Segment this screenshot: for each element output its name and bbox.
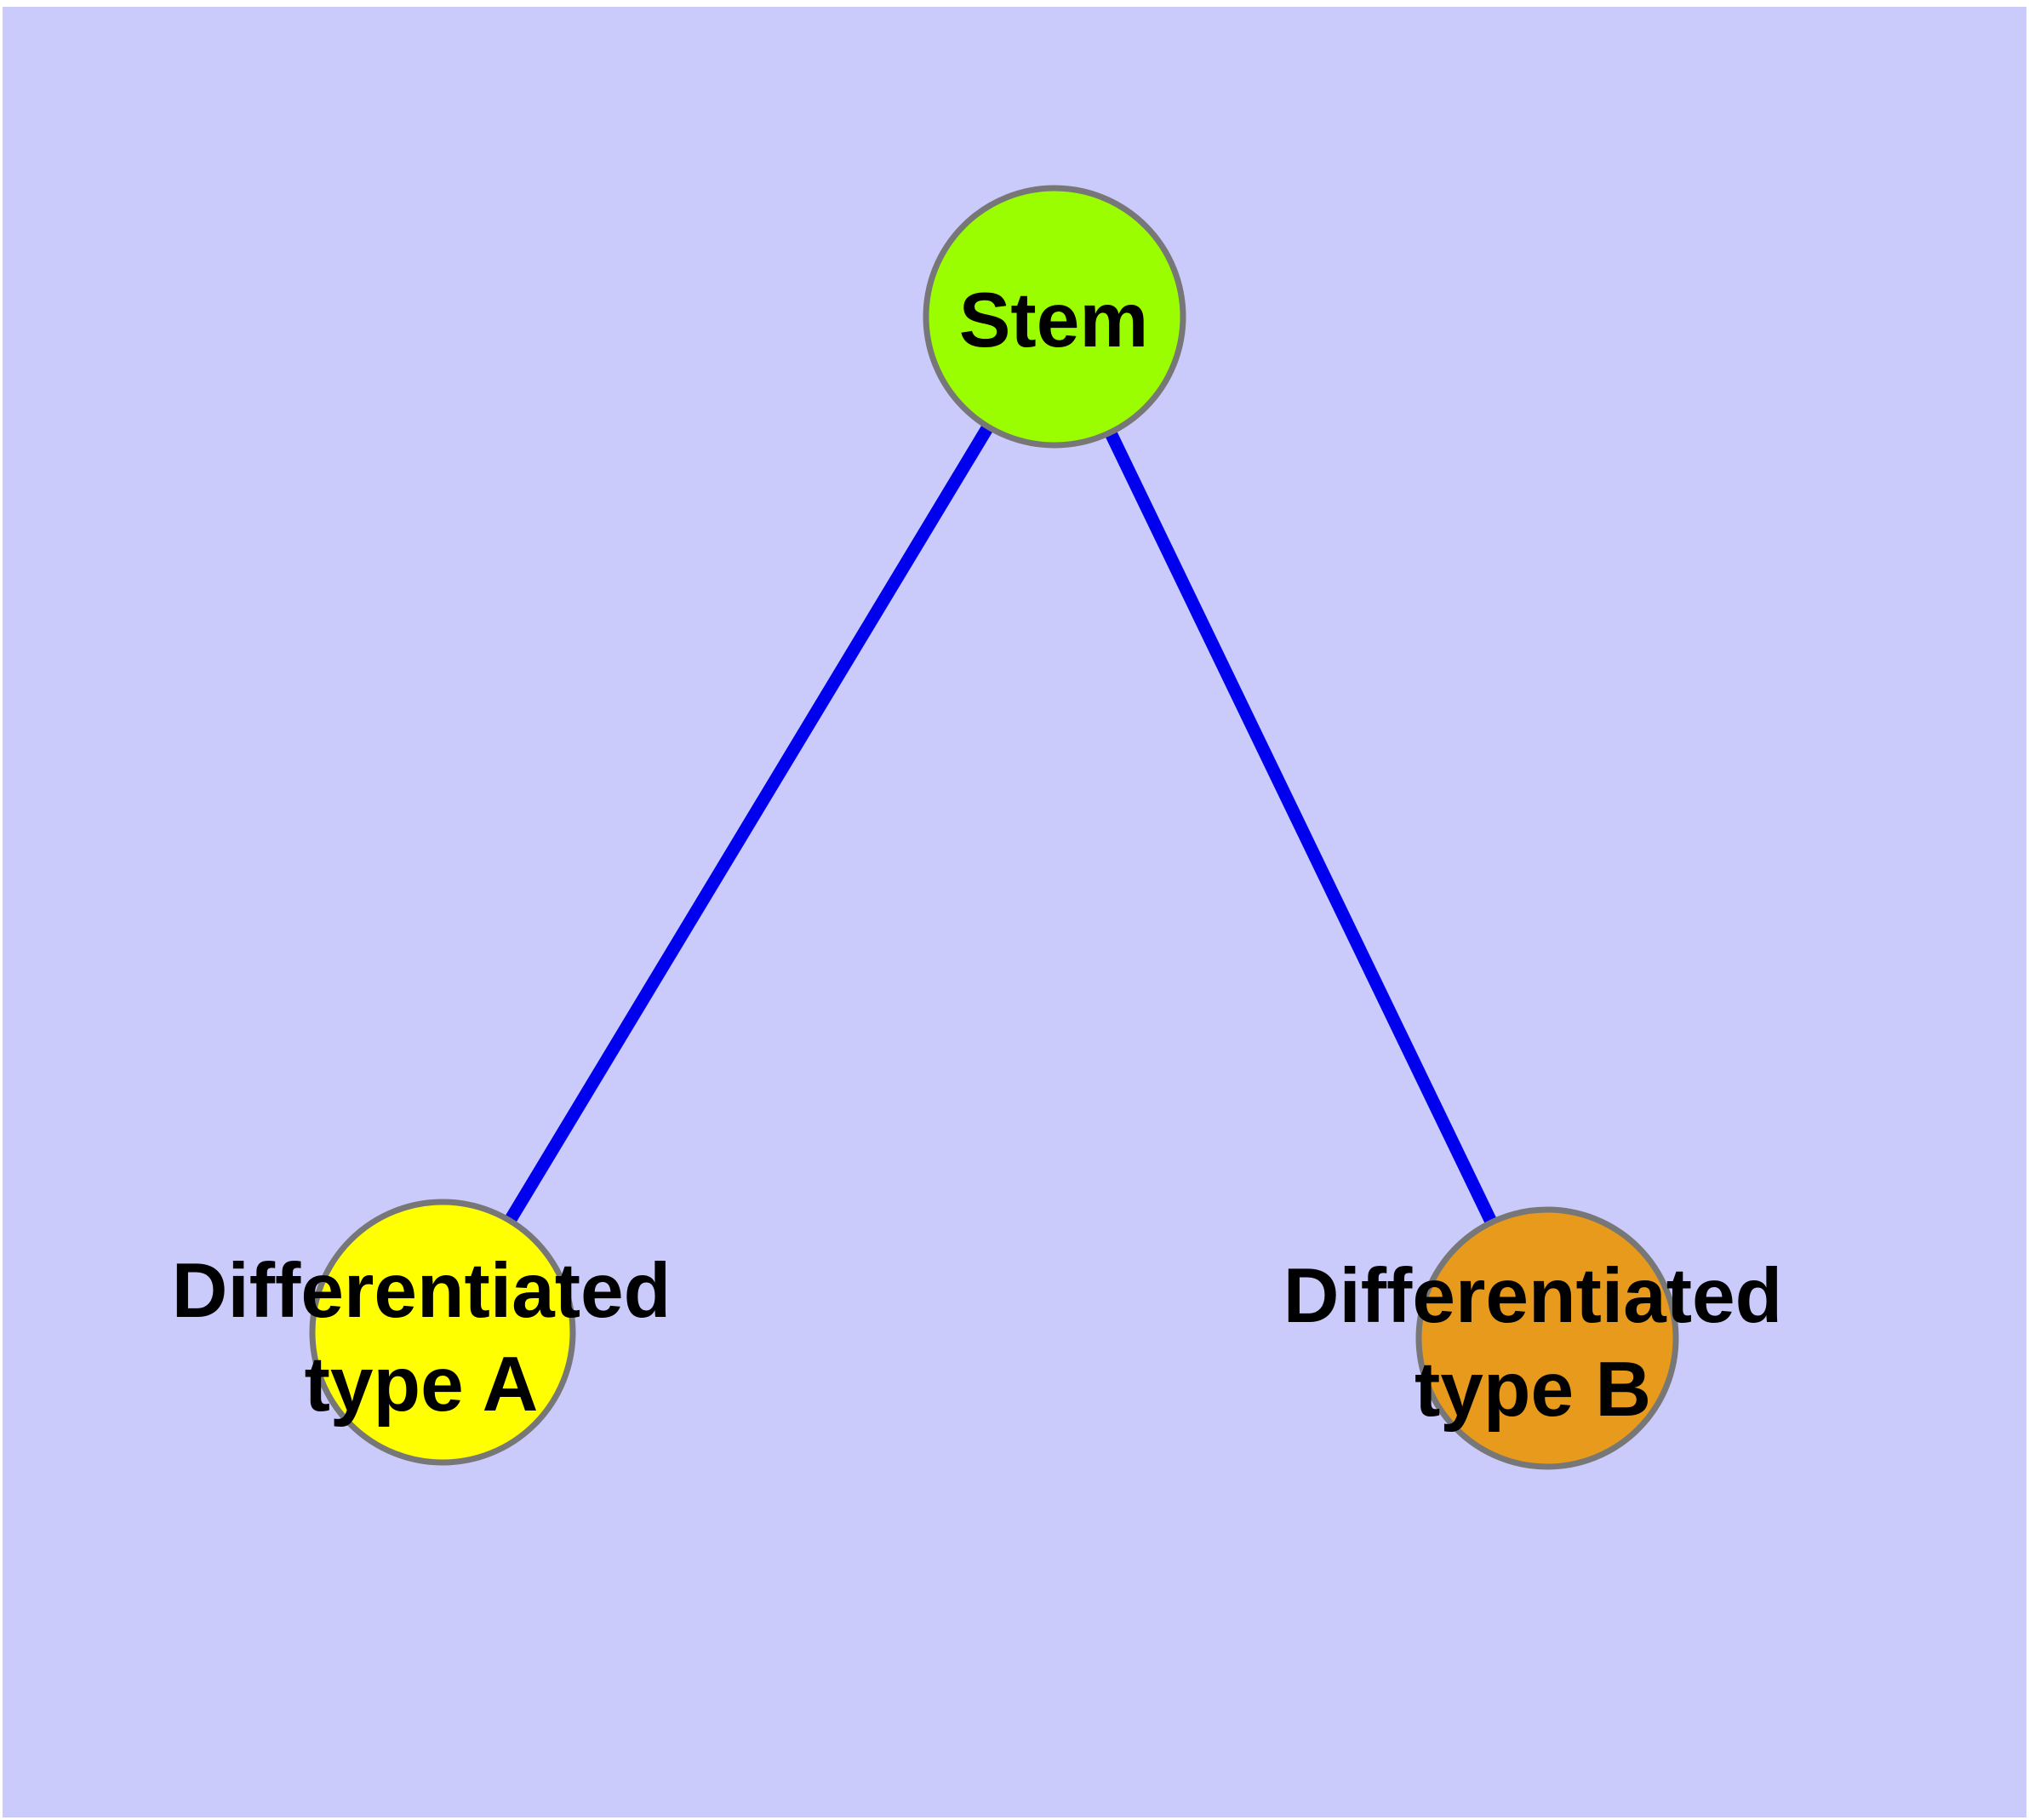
node-differentiated-type-b: [1415, 1206, 1679, 1470]
node-stem: [923, 185, 1186, 449]
node-label-line: Differentiated: [1283, 1253, 1783, 1339]
node-label-line: type A: [305, 1342, 539, 1428]
node-label-stem: Stem: [959, 278, 1149, 363]
node-differentiated-type-a: [309, 1199, 576, 1466]
edge-stem-to-differentiated-type-a: [437, 313, 1060, 1336]
node-label-line: type B: [1415, 1347, 1651, 1433]
edge-stem-to-differentiated-type-b: [1049, 313, 1553, 1342]
node-label-line: Differentiated: [172, 1248, 672, 1334]
node-label-line: Stem: [959, 278, 1149, 363]
